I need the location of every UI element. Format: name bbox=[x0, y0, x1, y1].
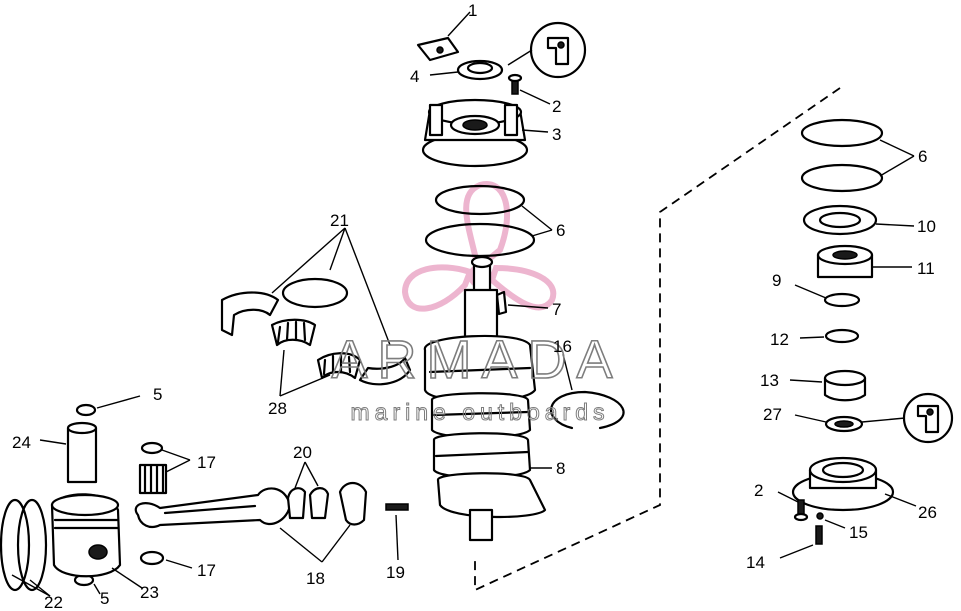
watermark-brand: ARMADA bbox=[331, 330, 622, 390]
callout-19: 19 bbox=[386, 563, 405, 582]
part-10-seal-plate bbox=[802, 204, 915, 236]
part-8-crankshaft bbox=[423, 255, 552, 542]
part-24-wrist-pin bbox=[39, 421, 98, 484]
part-16-retaining-ring bbox=[550, 353, 625, 430]
part-21-bearing-cages bbox=[220, 227, 412, 386]
callout-6-right: 6 bbox=[918, 147, 927, 166]
part-15-dowel bbox=[816, 512, 846, 529]
part-6-o-rings-center bbox=[424, 184, 553, 258]
part-5-wrist-pin-clips bbox=[73, 395, 141, 595]
part-2-screw bbox=[507, 73, 551, 105]
callout-23: 23 bbox=[140, 583, 159, 602]
watermark-text-group: ARMADA marine outboards bbox=[331, 329, 622, 425]
part-27-seal bbox=[794, 414, 906, 433]
callout-5-bottom: 5 bbox=[100, 589, 109, 608]
callout-5-top: 5 bbox=[153, 385, 162, 404]
callout-14: 14 bbox=[746, 553, 765, 572]
callout-10: 10 bbox=[917, 217, 936, 236]
part-9-snap-ring bbox=[794, 284, 861, 308]
part-12-washer bbox=[799, 328, 860, 344]
part-1-lock-plate bbox=[416, 11, 471, 62]
part-22-piston-rings bbox=[0, 498, 51, 597]
callout-20: 20 bbox=[293, 443, 312, 462]
part-3-upper-bearing-housing bbox=[421, 98, 549, 168]
part-20-bearing-halves bbox=[286, 461, 330, 520]
part-2-screw-right bbox=[777, 491, 809, 522]
part-13-cap bbox=[789, 369, 867, 402]
callout-21: 21 bbox=[330, 211, 349, 230]
callout-27: 27 bbox=[763, 405, 782, 424]
callout-9: 9 bbox=[772, 271, 781, 290]
callout-28: 28 bbox=[268, 399, 287, 418]
callout-15: 15 bbox=[849, 523, 868, 542]
callout-6-center: 6 bbox=[556, 221, 565, 240]
callout-22: 22 bbox=[44, 593, 63, 611]
part-18-rod-cap bbox=[279, 481, 368, 563]
callout-8: 8 bbox=[556, 459, 565, 478]
sealant-tube-icon bbox=[507, 21, 587, 79]
callout-12: 12 bbox=[770, 330, 789, 349]
assembly-dashed-line bbox=[474, 87, 841, 592]
callout-18: 18 bbox=[306, 569, 325, 588]
callout-2-right: 2 bbox=[754, 481, 763, 500]
part-19-rod-bolt bbox=[385, 503, 409, 561]
part-7-key bbox=[495, 290, 549, 316]
callout-3: 3 bbox=[552, 125, 561, 144]
callout-26: 26 bbox=[918, 503, 937, 522]
part-4-seal bbox=[429, 59, 504, 81]
callout-17-top: 17 bbox=[197, 453, 216, 472]
callout-4: 4 bbox=[410, 67, 419, 86]
callout-labels: 1 2 3 4 6 7 8 16 21 28 5 24 17 20 18 19 … bbox=[12, 1, 937, 611]
callout-1: 1 bbox=[468, 1, 477, 20]
callout-2: 2 bbox=[552, 97, 561, 116]
connecting-rod bbox=[134, 487, 292, 529]
part-28-needle-bearings bbox=[270, 318, 362, 397]
callout-17-bottom: 17 bbox=[197, 561, 216, 580]
callout-16: 16 bbox=[553, 337, 572, 356]
part-26-lower-bearing-housing bbox=[791, 456, 917, 512]
part-17-needle-bearings bbox=[138, 441, 193, 569]
part-23-piston bbox=[50, 493, 143, 589]
watermark-tagline: marine outboards bbox=[351, 399, 610, 425]
callout-11: 11 bbox=[917, 259, 935, 278]
part-11-ball-bearing bbox=[816, 244, 912, 279]
part-6-o-rings-right bbox=[800, 118, 915, 193]
part-14-screw bbox=[779, 525, 823, 559]
callout-7: 7 bbox=[552, 300, 561, 319]
callout-24: 24 bbox=[12, 433, 31, 452]
callout-13: 13 bbox=[760, 371, 779, 390]
sealant-tube-icon-right bbox=[902, 392, 954, 444]
